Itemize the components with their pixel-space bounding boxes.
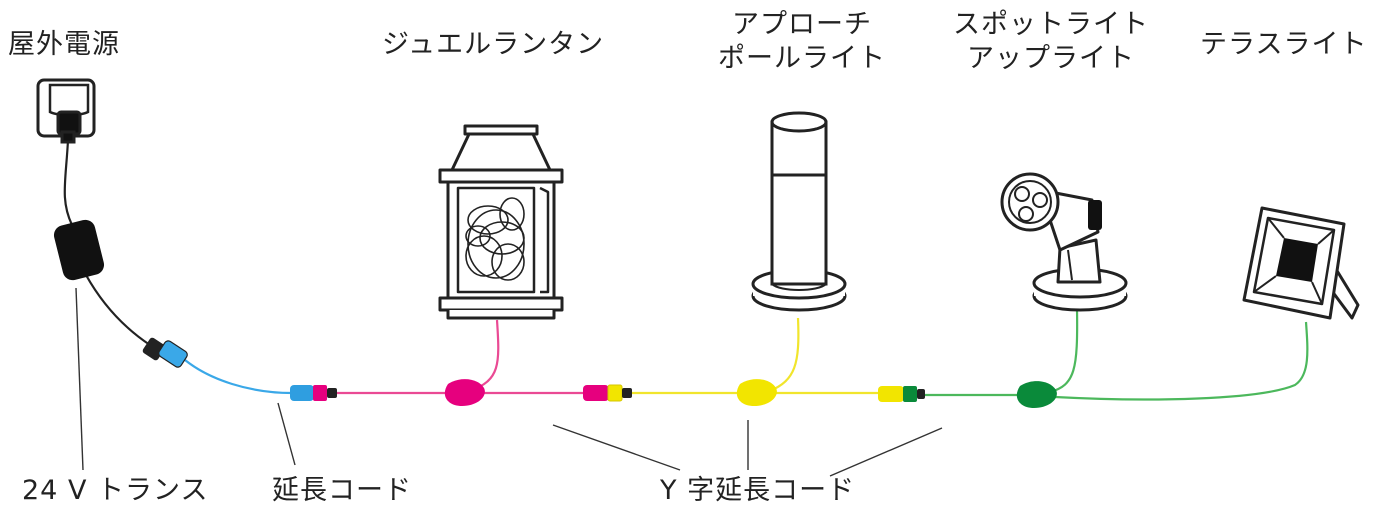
transformer-icon [53,219,105,281]
label-outdoor-power: 屋外電源 [8,29,120,60]
label-extension-cord: 延長コード [272,475,412,506]
label-terrace-light: テラスライト [1200,29,1368,60]
blue-cord [184,359,293,395]
label-spotlight-line1: スポットライト [953,9,1149,40]
connector-blue-pink [290,385,337,401]
plug-connector [142,337,188,368]
connector-magenta-yellow [583,384,632,402]
label-transformer: 24 V トランス [22,475,209,506]
connector-yellow-green [878,386,925,402]
y-connector-yellow [736,379,777,406]
spotlight-icon [1000,172,1128,312]
label-spotlight-line2: アップライト [967,43,1135,74]
y-connector-magenta [444,379,485,406]
label-y-extension-cord: Y 字延長コード [660,475,856,506]
label-approach-pole-line2: ポールライト [718,43,886,74]
outlet-icon [36,78,96,144]
pink-branch [469,319,500,393]
green-branch [1049,307,1079,394]
leader-extension [277,402,296,466]
power-cable [63,139,73,226]
label-approach-pole-line1: アプローチ [732,9,872,40]
leader-y3 [829,427,943,477]
leader-y1 [552,424,681,471]
flood-light-icon [1242,206,1360,320]
transformer-cable [85,274,151,346]
pole-light-icon [751,111,847,312]
lantern-icon [438,124,564,320]
label-jewel-lantern: ジュエルランタン [382,29,605,60]
label-spotlight: スポットライト アップライト [948,8,1154,76]
yellow-branch [769,317,800,393]
y-connector-green [1016,381,1057,408]
label-approach-pole: アプローチ ポールライト [714,8,890,76]
green-cord-terrace [1054,321,1309,401]
leader-transformer [75,287,84,471]
